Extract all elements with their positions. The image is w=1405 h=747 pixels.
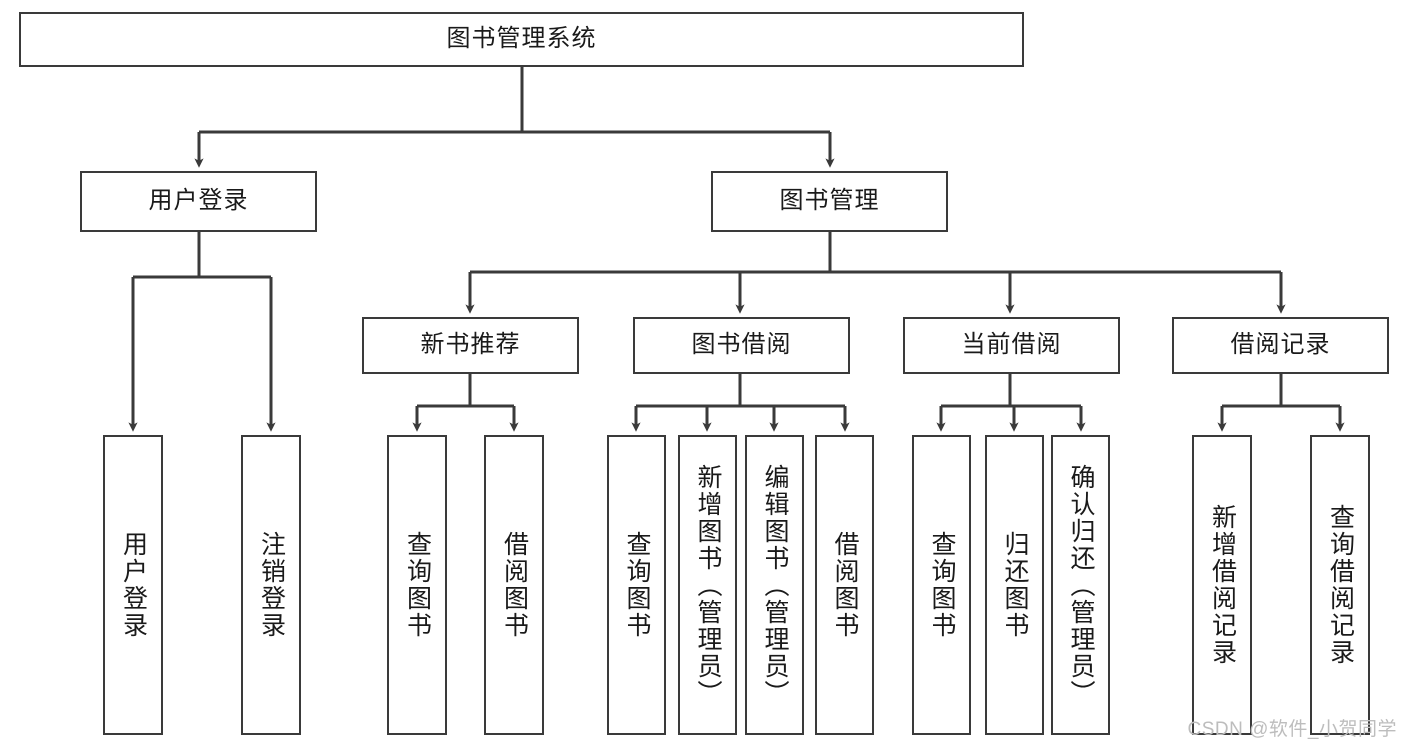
node-root-system[interactable]: 图书管理系统 xyxy=(19,12,1024,67)
leaf-label: 编辑图书（管理员） xyxy=(761,463,789,707)
leaf-query-book-recommend[interactable]: 查询图书 xyxy=(387,435,447,735)
node-user-login[interactable]: 用户登录 xyxy=(80,171,317,232)
leaf-confirm-return-admin[interactable]: 确认归还（管理员） xyxy=(1051,435,1110,735)
leaf-borrow-book-recommend[interactable]: 借阅图书 xyxy=(484,435,544,735)
leaf-label: 归还图书 xyxy=(1001,531,1029,639)
leaf-label: 新增图书（管理员） xyxy=(694,463,722,707)
node-new-book-recommend[interactable]: 新书推荐 xyxy=(362,317,579,374)
leaf-label: 用户登录 xyxy=(119,531,148,639)
node-current-borrow[interactable]: 当前借阅 xyxy=(903,317,1120,374)
leaf-label: 查询借阅记录 xyxy=(1326,504,1355,666)
leaf-borrow-book[interactable]: 借阅图书 xyxy=(815,435,874,735)
leaf-label: 新增借阅记录 xyxy=(1208,504,1237,666)
leaf-user-login[interactable]: 用户登录 xyxy=(103,435,163,735)
leaf-query-book-borrow[interactable]: 查询图书 xyxy=(607,435,666,735)
leaf-add-book-admin[interactable]: 新增图书（管理员） xyxy=(678,435,737,735)
leaf-query-book-current[interactable]: 查询图书 xyxy=(912,435,971,735)
leaf-edit-book-admin[interactable]: 编辑图书（管理员） xyxy=(745,435,804,735)
node-book-borrow[interactable]: 图书借阅 xyxy=(633,317,850,374)
leaf-label: 借阅图书 xyxy=(500,531,529,639)
leaf-user-logout[interactable]: 注销登录 xyxy=(241,435,301,735)
node-borrow-record[interactable]: 借阅记录 xyxy=(1172,317,1389,374)
leaf-label: 查询图书 xyxy=(928,531,956,639)
leaf-label: 确认归还（管理员） xyxy=(1067,463,1095,707)
node-book-management[interactable]: 图书管理 xyxy=(711,171,948,232)
watermark-text: CSDN @软件_小贺同学 xyxy=(1187,719,1397,740)
leaf-query-borrow-record[interactable]: 查询借阅记录 xyxy=(1310,435,1370,735)
leaf-label: 注销登录 xyxy=(257,531,286,639)
leaf-return-book[interactable]: 归还图书 xyxy=(985,435,1044,735)
leaf-label: 查询图书 xyxy=(403,531,432,639)
leaf-label: 查询图书 xyxy=(623,531,651,639)
leaf-label: 借阅图书 xyxy=(831,531,859,639)
leaf-add-borrow-record[interactable]: 新增借阅记录 xyxy=(1192,435,1252,735)
